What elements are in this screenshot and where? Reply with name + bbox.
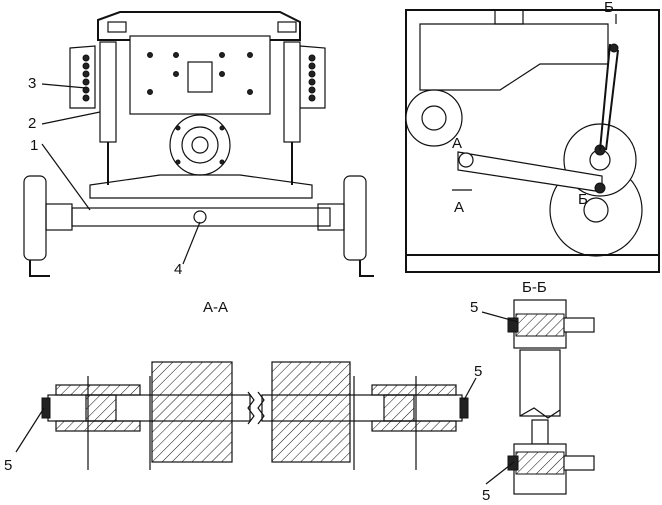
front-view: [23, 11, 374, 277]
callout-2: 2: [28, 115, 36, 132]
section-bb-title: Б-Б: [522, 279, 547, 296]
section-mark-a-top: А: [452, 135, 462, 152]
section-mark-b-top: Б: [604, 0, 614, 16]
section-mark-b-bottom: Б: [578, 191, 588, 208]
callout-3: 3: [28, 75, 36, 92]
callout-labels: 3 2 1 4 А-А Б-Б 5 5 5 5 А А Б Б: [4, 0, 614, 504]
callout-5-aa-right: 5: [474, 363, 482, 380]
side-view: [405, 9, 660, 273]
section-bb: [481, 299, 595, 495]
callout-4: 4: [174, 261, 182, 278]
section-aa-title: А-А: [203, 299, 228, 316]
section-aa: [15, 361, 477, 470]
callout-5-bb-top: 5: [470, 299, 478, 316]
section-mark-a-bottom: А: [454, 199, 464, 216]
callout-5-aa-left: 5: [4, 457, 12, 474]
callout-1: 1: [30, 137, 38, 154]
callout-5-bb-bottom: 5: [482, 487, 490, 504]
